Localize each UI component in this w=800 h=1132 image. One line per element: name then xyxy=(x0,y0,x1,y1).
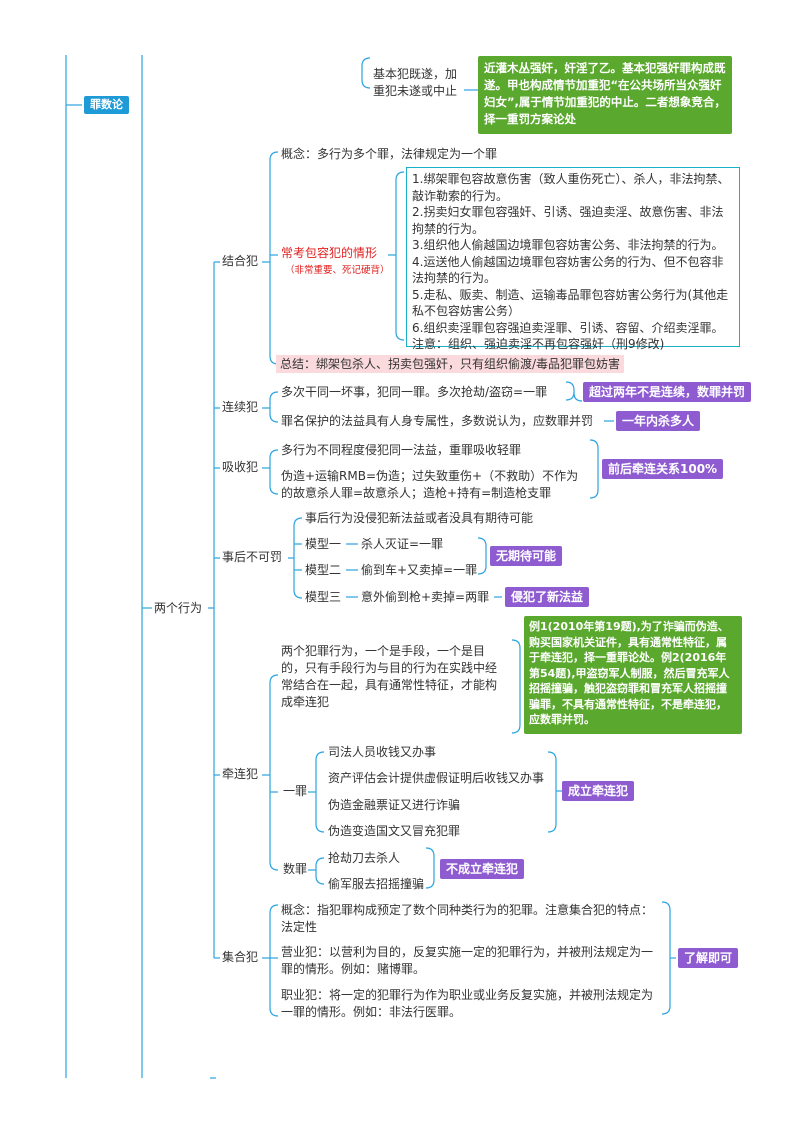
xishou-node[interactable]: 吸收犯 xyxy=(222,460,259,474)
qianlian-yizui-item-4: 伪造变造国文又冒充犯罪 xyxy=(328,824,461,838)
two-acts-node[interactable]: 两个行为 xyxy=(154,601,203,615)
shihou-head: 事后行为没侵犯新法益或者没具有期待可能 xyxy=(305,511,534,525)
jihe-tag: 了解即可 xyxy=(678,948,739,968)
jiehe-list-item: 注意：组织、强迫卖淫不再包容强奸（刑9修改) xyxy=(412,337,665,351)
top-example-note: 近灌木丛强奸，奸淫了乙。基本犯强奸罪构成既遂。甲也构成情节加重犯“在公共场所当众… xyxy=(478,56,732,134)
lianxu-node[interactable]: 连续犯 xyxy=(222,400,259,414)
jiehe-concept: 概念：多行为多个罪，法律规定为一个罪 xyxy=(281,147,498,161)
jihe-concept: 概念：指犯罪构成预定了数个同种类行为的犯罪。注意集合犯的特点：法定性 xyxy=(281,903,654,934)
qianlian-shuzui-node[interactable]: 数罪 xyxy=(283,862,308,876)
lianxu-item-1: 多次干同一坏事，犯同一罪。多次抢劫/盗窃=一罪 xyxy=(281,385,548,399)
jiehe-often-title: 常考包容犯的情形 xyxy=(281,246,378,260)
qianlian-def-line-4: 成牵连犯 xyxy=(281,695,330,709)
shihou-tag-no-expectation: 无期待可能 xyxy=(490,546,563,566)
qianlian-def-line-1: 两个犯罪行为，一个是手段，一个是目 xyxy=(281,644,486,658)
jihe-zhiye: 职业犯：将一定的犯罪行为作为职业或业务反复实施，并被刑法规定为一罪的情形。例如：… xyxy=(281,988,654,1019)
jiehe-node[interactable]: 结合犯 xyxy=(222,254,259,268)
jiehe-inclusion-list: 1.绑架罪包容故意伤害（致人重伤死亡）、杀人，非法拘禁、敲诈勒索的行为。 2.拐… xyxy=(406,167,740,351)
jiehe-list-item: 2.拐卖妇女罪包容强奸、引诱、强迫卖淫、故意伤害、非法拘禁的行为。 xyxy=(412,205,724,236)
qianlian-example-note: 例1(2010年第19题),为了诈骗而伪造、购买国家机关证件，具有通常性特征，属… xyxy=(524,616,742,734)
qianlian-def-line-2: 的，只有手段行为与目的行为在实践中经 xyxy=(281,661,498,675)
jiehe-list-item: 4.运送他人偷越国边境罪包容妨害公务的行为、但不包容非法拘禁的行为。 xyxy=(412,254,724,286)
jiehe-list-item: 6.组织卖淫罪包容强迫卖淫罪、引诱、容留、介绍卖淫罪。 xyxy=(412,320,724,335)
shihou-model-3-name: 模型三 xyxy=(305,590,342,604)
jihe-node[interactable]: 集合犯 xyxy=(222,950,259,964)
lianxu-tag-two-years: 超过两年不是连续，数罪并罚 xyxy=(583,382,752,402)
lianxu-tag-one-year: 一年内杀多人 xyxy=(616,411,701,431)
qianlian-yizui-item-2: 资产评估会计提供虚假证明后收钱又办事 xyxy=(328,771,545,785)
jiehe-summary: 总结：绑架包杀人、拐卖包强奸，只有组织偷渡/毒品犯罪包妨害 xyxy=(276,355,625,373)
shihou-node[interactable]: 事后不可罚 xyxy=(222,550,283,564)
qianlian-yizui-item-3: 伪造金融票证又进行诈骗 xyxy=(328,798,461,812)
xishou-tag: 前后牵连关系100% xyxy=(602,459,724,479)
shihou-tag-new-interest: 侵犯了新法益 xyxy=(505,587,590,607)
lianxu-item-2: 罪名保护的法益具有人身专属性，多数说认为，应数罪并罚 xyxy=(281,414,594,428)
jiehe-list-item: 5.走私、贩卖、制造、运输毒品罪包容妨害公务行为(其他走私不包容妨害公务） xyxy=(412,287,729,319)
qianlian-yizui-node[interactable]: 一罪 xyxy=(283,784,308,798)
qianlian-yizui-item-1: 司法人员收钱又办事 xyxy=(328,745,437,759)
jiehe-often-subtitle: （非常重要、死记硬背） xyxy=(285,265,390,276)
shihou-model-2-text: 偷到车+又卖掉=一罪 xyxy=(361,563,478,577)
qianlian-shuzui-item-1: 抢劫刀去杀人 xyxy=(328,851,401,865)
shihou-model-3-text: 意外偷到枪+卖掉=两罪 xyxy=(361,590,490,604)
jiehe-list-item: 3.组织他人偷越国边境罪包容妨害公务、非法拘禁的行为。 xyxy=(412,238,724,252)
qianlian-def-line-3: 常结合在一起，具有通常性特征，才能构 xyxy=(281,678,498,692)
shihou-model-1-name: 模型一 xyxy=(305,537,342,551)
jihe-yingye: 营业犯：以营利为目的，反复实施一定的犯罪行为，并被刑法规定为一罪的情形。例如：赌… xyxy=(281,945,654,976)
top-label-line-2: 重犯未遂或中止 xyxy=(373,84,458,98)
qianlian-tag-yes: 成立牵连犯 xyxy=(562,781,635,801)
qianlian-shuzui-item-2: 偷军服去招摇撞骗 xyxy=(328,877,425,891)
xishou-item-2-line-2: 的故意杀人罪=故意杀人；造枪+持有=制造枪支罪 xyxy=(281,486,552,500)
root-node-badge[interactable]: 罪数论 xyxy=(84,96,129,114)
shihou-model-2-name: 模型二 xyxy=(305,563,342,577)
top-label-line-1: 基本犯既遂，加 xyxy=(373,67,458,81)
jiehe-list-item: 1.绑架罪包容故意伤害（致人重伤死亡）、杀人，非法拘禁、敲诈勒索的行为。 xyxy=(412,172,730,203)
qianlian-tag-no: 不成立牵连犯 xyxy=(440,859,525,879)
xishou-item-1: 多行为不同程度侵犯同一法益，重罪吸收轻罪 xyxy=(281,443,522,457)
xishou-item-2-line-1: 伪造+运输RMB=伪造；过失致重伤+（不救助）不作为 xyxy=(281,469,579,483)
qianlian-node[interactable]: 牵连犯 xyxy=(222,767,259,781)
shihou-model-1-text: 杀人灭证=一罪 xyxy=(361,537,444,551)
